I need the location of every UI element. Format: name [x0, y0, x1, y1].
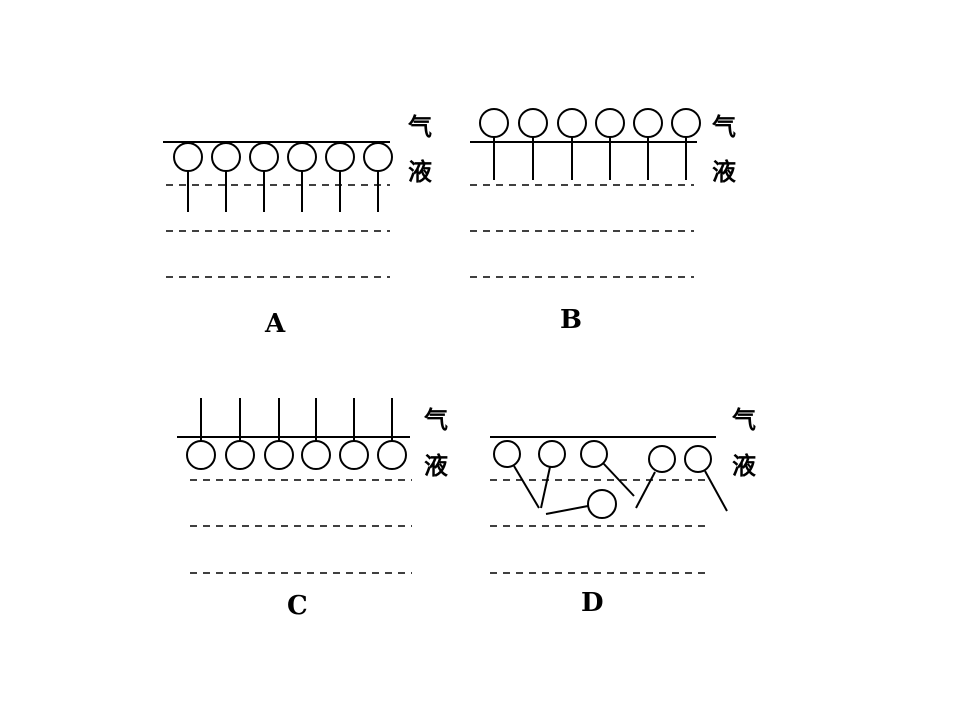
molecule: [635, 445, 676, 509]
molecule: [671, 108, 701, 180]
molecule: [225, 398, 255, 470]
molecule: [173, 142, 203, 212]
gas-label: 气: [731, 405, 756, 434]
molecule: [186, 398, 216, 470]
gas-label: 气: [423, 405, 448, 434]
molecule: [595, 108, 625, 180]
molecule: [493, 440, 540, 509]
panel-a: 气 液 A: [163, 112, 432, 339]
panel-d: 气 液 D: [490, 405, 756, 618]
molecule: [287, 142, 317, 212]
molecule: [580, 440, 635, 497]
molecule: [249, 142, 279, 212]
panel-label: C: [287, 591, 308, 621]
gas-label: 气: [407, 112, 432, 141]
molecule: [633, 108, 663, 180]
molecule: [301, 398, 331, 470]
panel-label: B: [560, 305, 582, 335]
molecule: [684, 445, 728, 512]
molecule: [377, 398, 407, 470]
panel-label: A: [264, 309, 286, 339]
gas-label: 气: [711, 112, 736, 141]
molecule: [538, 440, 566, 509]
molecule: [518, 108, 548, 180]
panel-c: 气 液 C: [177, 398, 448, 621]
liquid-label: 液: [424, 451, 448, 480]
molecule: [557, 108, 587, 180]
molecule: [339, 398, 369, 470]
molecule: [545, 489, 617, 519]
panel-b: 气 液 B: [470, 108, 736, 335]
molecule: [211, 142, 241, 212]
liquid-label: 液: [732, 451, 756, 480]
liquid-label: 液: [408, 157, 432, 186]
molecule: [363, 142, 393, 212]
molecule: [325, 142, 355, 212]
molecule: [264, 398, 294, 470]
molecule: [479, 108, 509, 180]
liquid-label: 液: [712, 157, 736, 186]
panel-label: D: [581, 588, 604, 618]
